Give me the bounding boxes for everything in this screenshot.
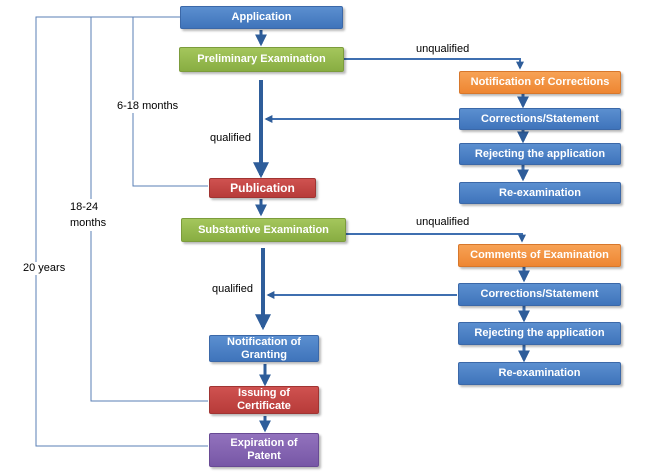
- qualified-label-1: qualified: [210, 132, 251, 145]
- substantive-examination-box: Substantive Examination: [181, 218, 346, 242]
- rejecting-application-box-2: Rejecting the application: [458, 322, 621, 345]
- expiration-of-patent-box: Expiration of Patent: [209, 433, 319, 467]
- rejecting-application-box-1: Rejecting the application: [459, 143, 621, 165]
- period-20-years-label: 20 years: [22, 262, 66, 275]
- notification-of-corrections-box: Notification of Corrections: [459, 71, 621, 94]
- corrections-statement-box-2: Corrections/Statement: [458, 283, 621, 306]
- period-6-18-months-label: 6-18 months: [116, 100, 179, 113]
- unqualified-label-1: unqualified: [416, 43, 469, 56]
- publication-box: Publication: [209, 178, 316, 198]
- preliminary-examination-box: Preliminary Examination: [179, 47, 344, 72]
- re-examination-box-1: Re-examination: [459, 182, 621, 204]
- application-box: Application: [180, 6, 343, 29]
- unqualified-label-2: unqualified: [416, 216, 469, 229]
- re-examination-box-2: Re-examination: [458, 362, 621, 385]
- qualified-label-2: qualified: [212, 283, 253, 296]
- issuing-of-certificate-box: Issuing of Certificate: [209, 386, 319, 414]
- arrow-unqualified-1: [344, 59, 520, 68]
- arrow-unqualified-2: [346, 234, 522, 241]
- notification-of-granting-box: Notification of Granting: [209, 335, 319, 362]
- corrections-statement-box-1: Corrections/Statement: [459, 108, 621, 130]
- comments-of-examination-box: Comments of Examination: [458, 244, 621, 267]
- period-18-24-months-label: 18-24 months: [70, 199, 118, 231]
